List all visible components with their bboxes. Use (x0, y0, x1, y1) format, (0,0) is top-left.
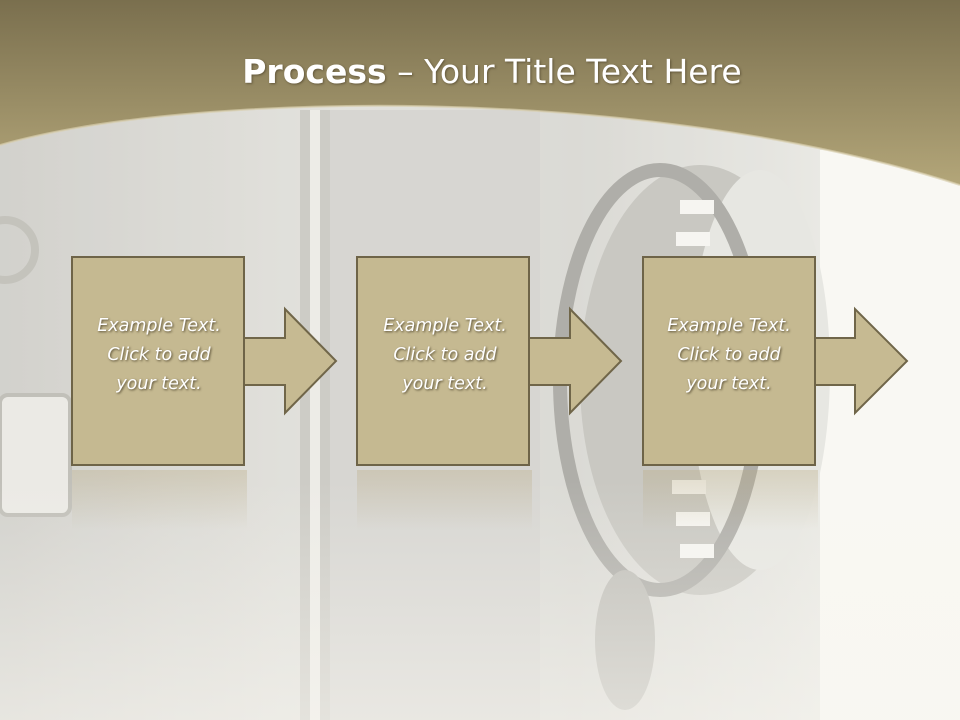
process-step-1[interactable]: Example Text. Click to add your text. (72, 256, 247, 466)
process-step-3[interactable]: Example Text. Click to add your text. (642, 256, 817, 466)
camera-knob (0, 216, 39, 284)
step-arrow-3 (809, 306, 909, 416)
step-box-2 (356, 256, 530, 466)
title-rest-part: – Your Title Text Here (386, 52, 742, 91)
page-title: Process – Your Title Text Here (0, 52, 960, 91)
step-3-text[interactable]: Example Text. Click to add your text. (667, 316, 791, 394)
title-bold-part: Process (242, 52, 387, 91)
step-2-text[interactable]: Example Text. Click to add your text. (383, 316, 507, 394)
step-box-1 (71, 256, 245, 466)
step-box-3 (642, 256, 816, 466)
step-arrow-1 (239, 306, 338, 416)
step-reflection-3 (643, 470, 818, 530)
process-step-2[interactable]: Example Text. Click to add your text. (358, 256, 533, 466)
header-band (0, 0, 960, 185)
step-reflection-1 (72, 470, 247, 530)
step-1-text[interactable]: Example Text. Click to add your text. (97, 316, 221, 394)
step-arrow-2 (524, 306, 623, 416)
step-reflection-2 (357, 470, 532, 530)
